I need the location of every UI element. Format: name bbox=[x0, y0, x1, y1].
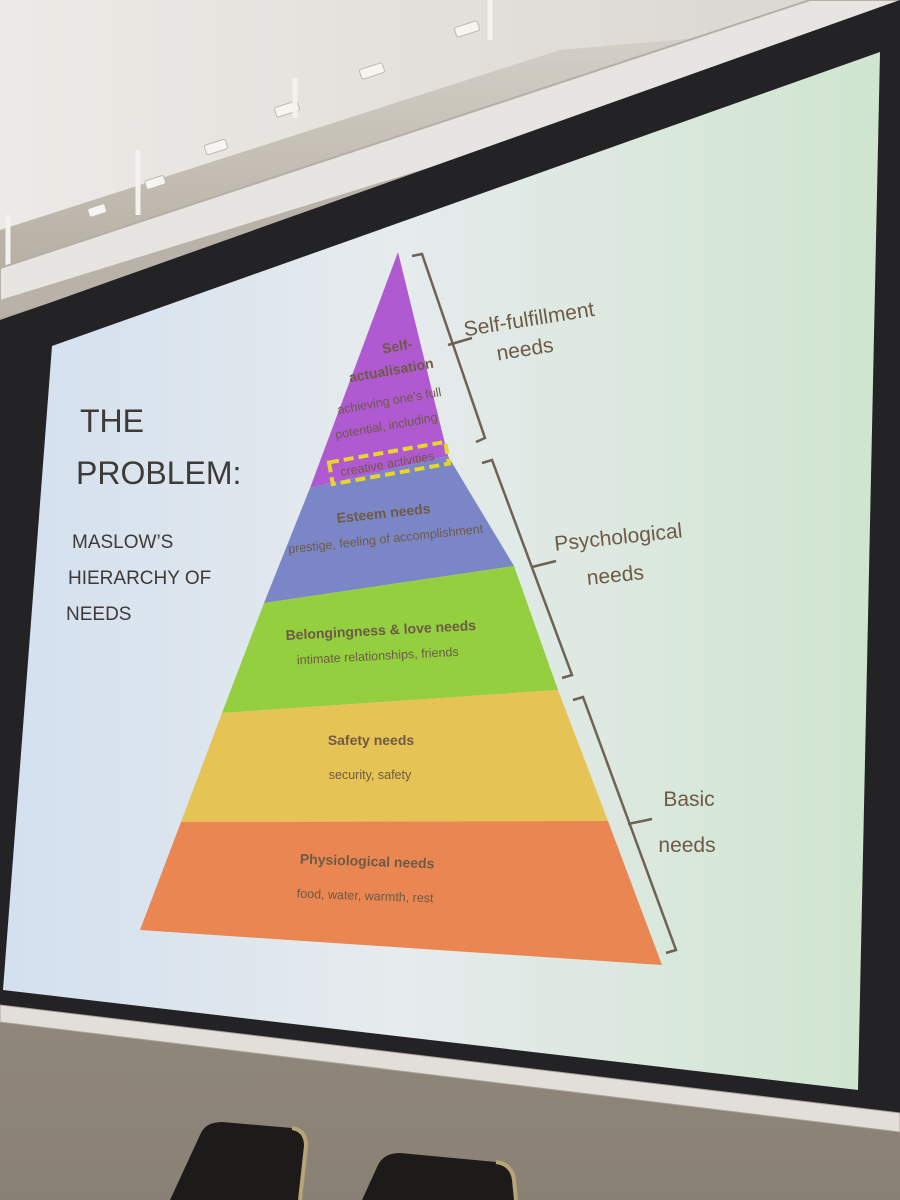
slide-subtitle: MASLOW’S HIERARCHY OF NEEDS bbox=[66, 532, 211, 625]
chair-right bbox=[362, 1153, 516, 1200]
level-title: Safety needs bbox=[328, 732, 415, 748]
chair-left bbox=[170, 1122, 306, 1200]
title-line-2: PROBLEM: bbox=[76, 455, 241, 491]
ceiling bbox=[0, 0, 900, 230]
screen-bottom-rail bbox=[0, 1004, 900, 1133]
subtitle-line-3: NEEDS bbox=[66, 604, 131, 625]
creative-activities-highlight-box bbox=[326, 439, 452, 487]
level-safety-text: Safety needs security, safety bbox=[328, 732, 415, 782]
group-brackets bbox=[411, 252, 678, 955]
audience-chairs bbox=[170, 1122, 518, 1200]
group-label-basic: needs bbox=[658, 834, 715, 857]
pyramid-layer-belongingness bbox=[222, 566, 558, 713]
subtitle-line-1: MASLOW’S bbox=[72, 532, 173, 553]
screen-housing bbox=[0, 0, 900, 308]
group-label-basic: Basic bbox=[663, 788, 714, 811]
bracket-basic-tick bbox=[627, 817, 653, 826]
chair-left-rim bbox=[291, 1126, 309, 1200]
bracket-psychological-tick bbox=[531, 559, 557, 569]
subtitle-line-2: HIERARCHY OF bbox=[68, 568, 211, 589]
slide-title: THE PROBLEM: bbox=[76, 403, 241, 491]
pyramid-layer-esteem bbox=[264, 456, 514, 603]
bracket-self-fulfillment bbox=[411, 252, 487, 444]
bracket-psychological bbox=[481, 458, 574, 680]
pyramid-layer-safety bbox=[181, 690, 608, 822]
pyramid-layer-physiological bbox=[140, 821, 662, 965]
level-title: Physiological needs bbox=[300, 851, 435, 872]
hanging-rods bbox=[5, 0, 493, 270]
title-line-1: THE bbox=[80, 403, 144, 439]
pyramid-layer-self-actualisation bbox=[310, 252, 448, 488]
bracket-self-fulfillment-tick bbox=[447, 336, 473, 347]
level-physiological-text: Physiological needs food, water, warmth,… bbox=[297, 851, 435, 906]
level-title: Self- bbox=[381, 336, 414, 357]
level-description: food, water, warmth, rest bbox=[297, 887, 435, 906]
level-description: security, safety bbox=[329, 768, 412, 782]
chair-right-rim bbox=[495, 1160, 518, 1200]
pyramid bbox=[140, 252, 662, 965]
